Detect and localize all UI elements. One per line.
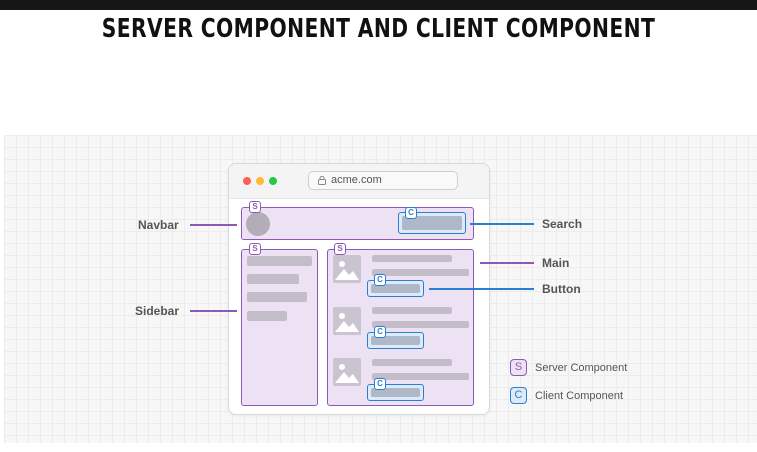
image-icon — [333, 358, 361, 386]
image-icon — [333, 255, 361, 283]
content-line — [372, 269, 469, 276]
main-label: Main — [542, 256, 570, 270]
sidebar-line-2 — [247, 274, 299, 284]
legend-client-label: Client Component — [535, 390, 624, 402]
content-line — [372, 255, 452, 262]
button-client-badge: C — [374, 274, 386, 286]
url-text: acme.com — [331, 174, 382, 186]
page-title: SERVER COMPONENT AND CLIENT COMPONENT — [101, 14, 656, 44]
legend-server-label: Server Component — [535, 362, 628, 374]
navbar-server-badge: S — [249, 201, 261, 213]
button-client-badge: C — [374, 326, 386, 338]
browser-titlebar: acme.com — [229, 164, 489, 199]
sidebar-server-badge: S — [249, 243, 261, 255]
content-line — [372, 359, 452, 366]
search-connector — [470, 223, 534, 225]
close-dot-icon — [243, 177, 251, 185]
sidebar-connector — [190, 310, 237, 312]
content-line — [372, 321, 469, 328]
sidebar-label: Sidebar — [135, 304, 180, 318]
main-server-badge: S — [334, 243, 346, 255]
legend-server-badge: S — [510, 359, 527, 376]
button-client-badge: C — [374, 378, 386, 390]
minimize-dot-icon — [256, 177, 264, 185]
button-connector — [429, 288, 534, 290]
content-line — [372, 373, 469, 380]
search-label: Search — [542, 217, 583, 231]
navbar-label: Navbar — [138, 218, 179, 232]
sidebar-box — [241, 249, 318, 406]
navbar-connector — [190, 224, 237, 226]
maximize-dot-icon — [269, 177, 277, 185]
address-bar: acme.com — [308, 171, 458, 190]
image-icon — [333, 307, 361, 335]
search-client-badge: C — [405, 207, 417, 219]
top-bar — [0, 0, 757, 10]
lock-icon — [318, 176, 326, 185]
avatar — [246, 212, 270, 236]
sidebar-line-4 — [247, 311, 287, 321]
sidebar-line-1 — [247, 256, 312, 266]
button-label: Button — [542, 282, 581, 296]
content-line — [372, 307, 452, 314]
main-connector — [480, 262, 534, 264]
legend-client-badge: C — [510, 387, 527, 404]
sidebar-line-3 — [247, 292, 307, 302]
